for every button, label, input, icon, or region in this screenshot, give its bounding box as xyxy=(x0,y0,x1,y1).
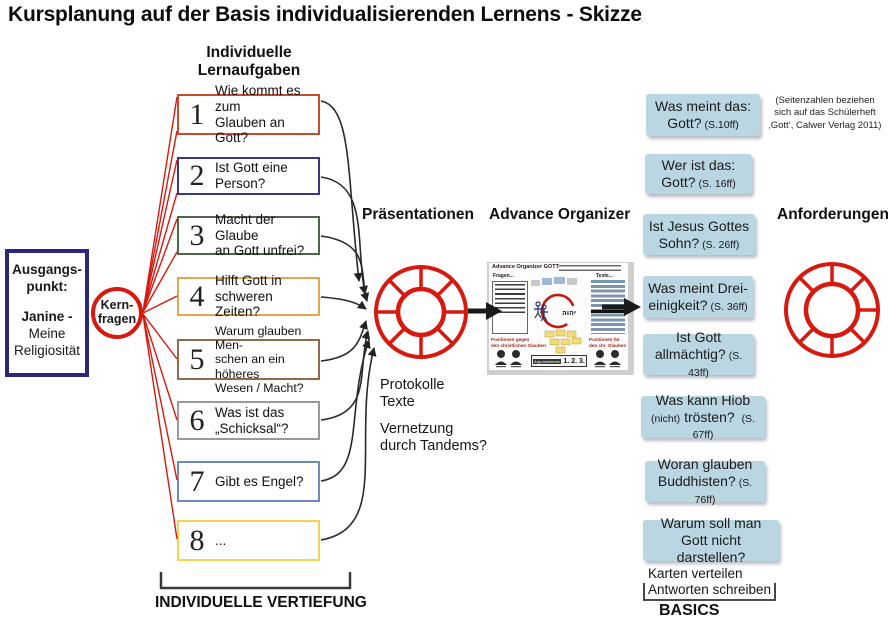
basics-box-text: Wer ist das: Gott? xyxy=(661,157,736,190)
task-box-5: 5 Warum glauben Men- schen an ein höhere… xyxy=(177,324,320,395)
basics-box-text: Warum soll man Gott nicht darstellen? xyxy=(660,515,762,565)
start-box-name: Janine - xyxy=(21,308,73,324)
karten-verteilen-label: Karten verteilen xyxy=(648,566,743,581)
task-number: 7 xyxy=(189,464,205,498)
ao-top-note xyxy=(559,265,621,273)
basics-label: BASICS xyxy=(659,602,720,619)
page-ref: (S. 67ff) xyxy=(692,412,755,442)
ao-argument-numbers: 1. 2. 3. xyxy=(563,357,585,365)
ao-portraits-right xyxy=(594,350,621,368)
task-box-2: 2 Ist Gott eine Person? xyxy=(177,157,320,195)
start-box: Ausgangs- punkt: Janine - Meine Religios… xyxy=(5,249,89,377)
praesentationen-header: Präsentationen xyxy=(362,206,474,223)
basics-box-4: Was meint Drei- einigkeit?(S. 36ff) xyxy=(643,276,753,318)
ao-fragen-list xyxy=(492,281,528,334)
basics-box-text: Ist Jesus Gottes Sohn? xyxy=(648,217,750,251)
ao-hebrew-text: יהוה xyxy=(562,309,576,317)
task-number: 4 xyxy=(189,279,205,313)
task-box-7: 7 Gibt es Engel? xyxy=(177,461,320,502)
task-text: Was ist das „Schicksal“? xyxy=(215,404,289,436)
basics-box-text: Was kann Hiob xyxy=(655,391,751,408)
task-box-8: 8 ... xyxy=(177,520,320,561)
task-text: ... xyxy=(215,532,227,548)
basics-box-7: Woran glauben Buddhisten?(S. 76ff) xyxy=(645,456,765,506)
vernetzung-note: Vernetzung durch Tandems? xyxy=(380,421,487,455)
ao-yellow-notes xyxy=(544,329,582,354)
task-box-1: 1 Wie kommt es zum Glauben an Gott? xyxy=(177,83,320,145)
ao-center-diagram: יהוה xyxy=(531,277,582,354)
task-number: 6 xyxy=(189,403,205,437)
page-ref: (S.10ff) xyxy=(704,119,739,131)
page-ref: (S. 76ff) xyxy=(694,477,753,506)
basics-box-8: Warum soll man Gott nicht darstellen? xyxy=(643,515,779,565)
ao-poster-title: Advance Organizer GOTT xyxy=(492,264,559,270)
basics-box-5: Ist Gott allmächtig?(S. 43ff) xyxy=(643,329,754,379)
task-number: 8 xyxy=(189,523,205,557)
basics-box-6: Was kann Hiob (nicht) trösten? (S. 67ff) xyxy=(641,392,765,441)
basics-box-2: Wer ist das: Gott?(S. 16ff) xyxy=(645,154,752,194)
individuelle-vertiefung-label: INDIVIDUELLE VERTIEFUNG xyxy=(155,594,367,611)
core-questions-label: Kern- fragen xyxy=(97,298,137,326)
basics-box-text-small: (nicht) xyxy=(651,412,681,425)
basics-box-text: Ist Gott allmächtig? xyxy=(654,329,726,363)
task-box-4: 4 Hilft Gott in schweren Zeiten? xyxy=(177,273,320,319)
start-box-heading: Ausgangs- punkt: xyxy=(12,262,82,294)
vertiefung-bracket xyxy=(159,572,352,590)
ao-fragen-label: Fragen... xyxy=(493,273,514,279)
basics-box-1: Was meint das: Gott?(S.10ff) xyxy=(646,94,760,136)
ao-argumentieren-box: Argumentieren 1. 2. 3. xyxy=(531,355,587,367)
core-questions-circle: Kern- fragen xyxy=(91,287,143,339)
task-text: Warum glauben Men- schen an ein höheres … xyxy=(215,323,304,395)
task-box-6: 6 Was ist das „Schicksal“? xyxy=(177,401,320,440)
anforderungen-header: Anforderungen xyxy=(777,206,889,223)
core-fan-lines xyxy=(142,96,178,540)
task-text: Macht der Glaube an Gott unfrei? xyxy=(215,212,305,259)
basics-box-text: trösten? xyxy=(684,408,735,425)
ao-positionen-gegen-label: Positionen gegen den christlichen Glaube… xyxy=(491,337,546,348)
task-number: 5 xyxy=(189,342,205,376)
anforderungen-wheel xyxy=(784,262,880,358)
page-ref: (S. 26ff) xyxy=(702,238,740,251)
ao-stick-figures xyxy=(534,301,548,322)
ao-positionen-fuer-label: Positionen für den chr. Glauben xyxy=(589,337,627,348)
task-number: 3 xyxy=(189,218,205,252)
tasks-column-header: Individuelle Lernaufgaben xyxy=(197,44,301,79)
task-flow-curves xyxy=(320,100,377,541)
page-ref: (S. 36ff) xyxy=(710,301,748,313)
task-text: Wie kommt es zum Glauben an Gott? xyxy=(215,83,301,146)
task-text: Hilft Gott in schweren Zeiten? xyxy=(215,273,282,320)
advance-organizer-poster-inner: Advance Organizer GOTT Fragen... Positio… xyxy=(489,263,628,370)
antworten-schreiben-label: Antworten schreiben xyxy=(648,582,772,597)
start-box-subtitle: Meine Religiosität xyxy=(13,325,81,358)
basics-box-text: Was meint das: Gott? xyxy=(655,98,751,131)
ao-texte-label: Texte... xyxy=(596,273,613,279)
source-note: (Seitenzahlen beziehen sich auf das Schü… xyxy=(768,95,882,131)
basics-box-text: Was meint Drei- einigkeit? xyxy=(648,280,748,313)
page-ref: (S. 16ff) xyxy=(698,178,736,190)
ao-texte-list xyxy=(591,280,625,334)
task-number: 2 xyxy=(189,159,205,192)
basics-box-3: Ist Jesus Gottes Sohn?(S. 26ff) xyxy=(643,214,755,255)
task-text: Gibt es Engel? xyxy=(215,473,304,489)
advance-organizer-poster: Advance Organizer GOTT Fragen... Positio… xyxy=(487,262,634,375)
advance-organizer-header: Advance Organizer xyxy=(489,206,631,223)
task-number: 1 xyxy=(189,97,205,131)
page-title: Kursplanung auf der Basis individualisie… xyxy=(8,3,642,26)
presentation-wheel xyxy=(374,265,468,359)
task-box-3: 3 Macht der Glaube an Gott unfrei? xyxy=(177,212,320,258)
ao-portraits-left xyxy=(495,350,522,368)
task-text: Ist Gott eine Person? xyxy=(215,160,288,191)
protokolle-note: Protokolle Texte xyxy=(380,377,445,411)
ao-argumentieren-label: Argumentieren xyxy=(533,358,562,364)
page-ref: (S. 43ff) xyxy=(688,350,743,379)
basics-box-text: Woran glauben Buddhisten? xyxy=(657,456,753,490)
